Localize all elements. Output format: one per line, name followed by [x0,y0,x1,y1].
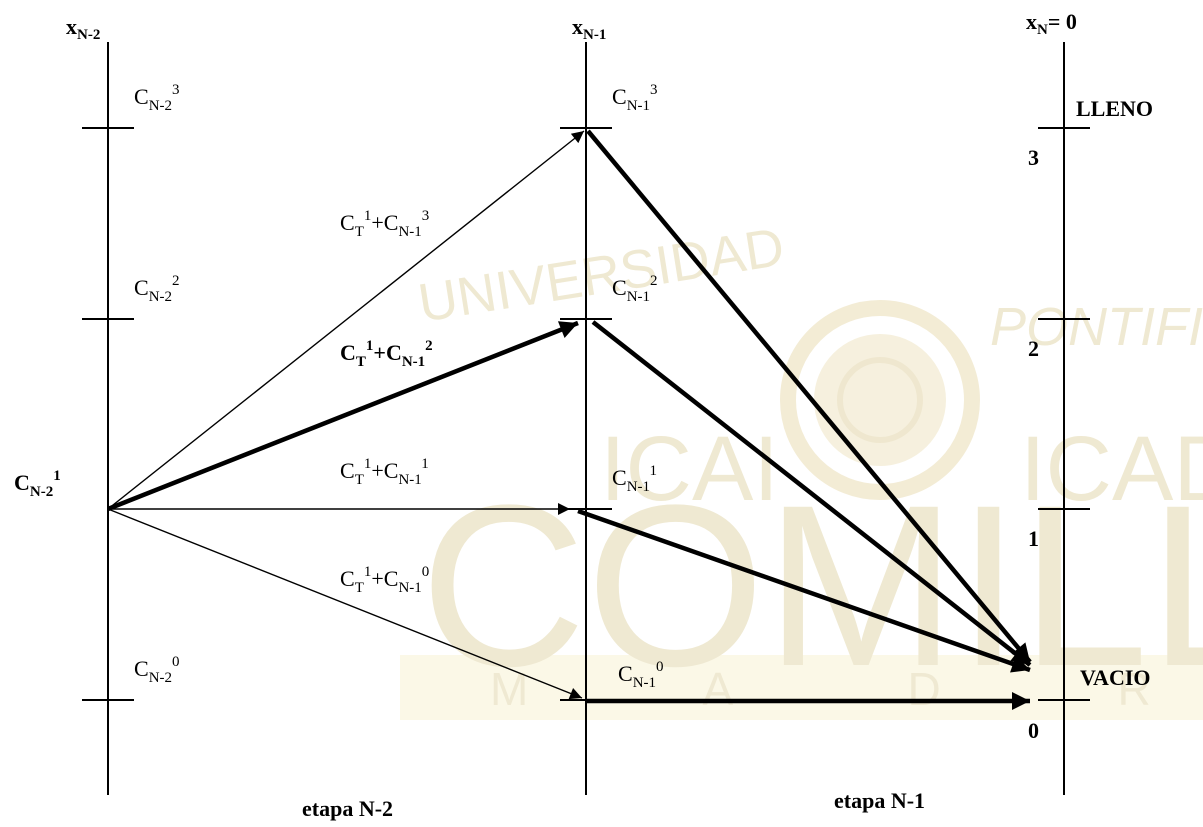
axis-label-mid: xN-1 [572,14,606,43]
arrow-to-0 [107,508,583,700]
arrow-2-to-empty [591,320,1032,667]
arrow-to-3 [107,130,585,510]
level-3: 3 [1028,145,1039,170]
watermark-universidad: UNIVERSIDAD [414,217,788,334]
watermark-icai: ICAI [600,418,779,520]
arrows-stage-n1 [577,129,1032,710]
watermark-icade: ICADE [1020,418,1203,520]
axis-label-right: xN= 0 [1026,9,1077,38]
label-c-n1-0: CN-10 [618,659,664,691]
label-c-n1-3: CN-13 [612,82,658,114]
label-c-n2-2: CN-22 [134,273,180,305]
edge-label-3: CT1+CN-13 [340,208,429,240]
label-c-n2-1: CN-21 [14,468,61,500]
label-c-n2-0: CN-20 [134,654,180,686]
label-c-n2-3: CN-23 [134,82,180,114]
stage-label-left: etapa N-2 [302,796,393,821]
arrow-3-to-empty [586,129,1032,664]
level-0: 0 [1028,718,1039,743]
label-c-n1-2: CN-12 [612,273,658,305]
arrow-1-to-empty [577,508,1031,673]
ticks [82,127,1090,701]
axis-label-left: xN-2 [66,14,100,43]
arrow-to-2-bold [107,320,579,512]
tag-vacio: VACIO [1080,665,1151,690]
watermark: UNIVERSIDAD PONTIFICIA ICAI ICADE COMILL… [400,217,1203,720]
level-2: 2 [1028,336,1039,361]
axes [107,42,1065,795]
watermark-band [400,655,1203,720]
watermark-seal [780,300,980,500]
watermark-pontificia: PONTIFICIA [990,297,1203,357]
watermark-madrid: M A D R I D [490,663,1203,715]
stage-label-right: etapa N-1 [834,788,925,813]
watermark-comillas: COMILLAS [420,457,1203,714]
level-1: 1 [1028,526,1039,551]
edge-label-1: CT1+CN-11 [340,456,429,488]
tag-lleno: LLENO [1076,96,1153,121]
arrows-stage-n2 [107,130,585,700]
edge-label-0: CT1+CN-10 [340,564,429,596]
edge-label-2: CT1+CN-12 [340,338,433,370]
label-c-n1-1: CN-11 [612,463,657,495]
